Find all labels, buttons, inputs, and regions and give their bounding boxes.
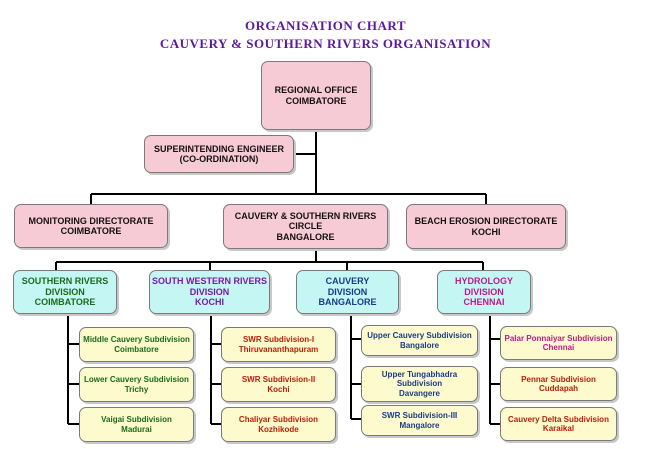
division-location: CHENNAI [463, 297, 505, 308]
monitoring-directorate-title: MONITORING DIRECTORATE [28, 215, 154, 226]
division-box-cauvery: CAUVERY DIVISION BANGALORE [296, 270, 399, 314]
subdivision-box: Upper Tungabhadra Subdivision Davangere [361, 366, 478, 402]
subdivision-box: Middle Cauvery Subdivision Coimbatore [79, 327, 194, 362]
subdivision-box: Lower Cauvery Subdivision Trichy [79, 367, 194, 402]
beach-erosion-directorate-box: BEACH EROSION DIRECTORATE KOCHI [406, 204, 566, 249]
subdivision-location: Bangalore [399, 340, 440, 350]
circle-title: CAUVERY & SOUTHERN RIVERS [234, 210, 377, 221]
chart-title: ORGANISATION CHART [244, 18, 407, 33]
division-box-southern-rivers: SOUTHERN RIVERS DIVISION COIMBATORE [13, 270, 117, 314]
division-label: DIVISION [464, 286, 504, 297]
division-box-south-western-rivers: SOUTH WESTERN RIVERS DIVISION KOCHI [149, 270, 270, 314]
superintending-engineer-title: SUPERINTENDING ENGINEER [153, 143, 285, 154]
subdivision-location: Cuddapah [538, 384, 579, 393]
circle-location: BANGALORE [276, 231, 335, 242]
regional-office-title: REGIONAL OFFICE [274, 85, 358, 96]
subdivision-box: SWR Subdivision-I Thiruvananthapuram [221, 327, 336, 362]
subdivision-box: SWR Subdivision-III Mangalore [361, 405, 478, 436]
division-label: DIVISION [189, 286, 230, 297]
subdivision-name: Pennar Subdivision [521, 374, 596, 384]
subdivision-location: Kochi [267, 384, 290, 394]
beach-erosion-directorate-location: KOCHI [471, 226, 501, 237]
subdivision-location: Karaikal [542, 424, 575, 433]
division-title: SOUTHERN RIVERS [21, 276, 109, 287]
regional-office-box: REGIONAL OFFICE COIMBATORE [261, 61, 371, 130]
division-title: SOUTH WESTERN RIVERS [151, 276, 267, 287]
subdivision-name: Lower Cauvery Subdivision [84, 375, 189, 385]
superintending-engineer-role: (CO-ORDINATION) [179, 154, 259, 164]
division-location: BANGALORE [318, 297, 377, 308]
subdivision-location: Trichy [124, 384, 149, 394]
subdivision-name: SWR Subdivision-II [241, 375, 316, 385]
monitoring-directorate-location: COIMBATORE [60, 226, 122, 236]
regional-office-location: COIMBATORE [285, 95, 347, 106]
beach-erosion-directorate-title: BEACH EROSION DIRECTORATE [414, 216, 558, 227]
subdivision-box: Cauvery Delta Subdivision Karaikal [500, 407, 617, 441]
monitoring-directorate-box: MONITORING DIRECTORATE COIMBATORE [14, 204, 168, 248]
subdivision-box: Vaigai Subdivision Madurai [79, 407, 194, 442]
subdivision-name: SWR Subdivision-I [242, 335, 315, 345]
circle-subtitle: CIRCLE [288, 221, 323, 232]
subdivision-box: Palar Ponnaiyar Subdivision Chennai [500, 326, 617, 360]
subdivision-label: Subdivision [396, 379, 443, 389]
subdivision-box: Upper Cauvery Subdivision Bangalore [361, 325, 478, 356]
subdivision-box: Pennar Subdivision Cuddapah [500, 367, 617, 401]
superintending-engineer-box: SUPERINTENDING ENGINEER (CO-ORDINATION) [144, 135, 294, 173]
subdivision-name: Upper Cauvery Subdivision [367, 331, 472, 341]
chart-subtitle: CAUVERY & SOUTHERN RIVERS ORGANISATION [159, 36, 492, 51]
subdivision-name: SWR Subdivision-III [381, 411, 458, 421]
subdivision-box: Chaliyar Subdivision Kozhikode [221, 407, 336, 442]
subdivision-location: Mangalore [399, 420, 440, 430]
division-title: CAUVERY [325, 276, 370, 287]
subdivision-location: Madurai [121, 424, 152, 434]
division-location: KOCHI [194, 297, 224, 308]
division-label: DIVISION [327, 286, 368, 297]
subdivision-name: Upper Tungabhadra [381, 370, 458, 380]
division-location: COIMBATORE [34, 297, 96, 308]
division-box-hydrology: HYDROLOGY DIVISION CHENNAI [437, 270, 531, 314]
subdivision-box: SWR Subdivision-II Kochi [221, 367, 336, 402]
subdivision-name: Middle Cauvery Subdivision [83, 335, 190, 345]
subdivision-location: Chennai [542, 343, 575, 352]
subdivision-name: Palar Ponnaiyar Subdivision [504, 333, 613, 343]
subdivision-location: Thiruvananthapuram [238, 344, 319, 354]
subdivision-name: Cauvery Delta Subdivision [508, 414, 609, 424]
subdivision-name: Chaliyar Subdivision [238, 415, 319, 425]
division-title: HYDROLOGY [454, 276, 513, 287]
subdivision-location: Davangere [399, 388, 440, 398]
circle-box: CAUVERY & SOUTHERN RIVERS CIRCLE BANGALO… [223, 204, 388, 249]
division-label: DIVISION [45, 286, 85, 297]
subdivision-location: Coimbatore [114, 344, 159, 354]
subdivision-name: Vaigai Subdivision [101, 415, 172, 425]
subdivision-location: Kozhikode [258, 424, 299, 434]
